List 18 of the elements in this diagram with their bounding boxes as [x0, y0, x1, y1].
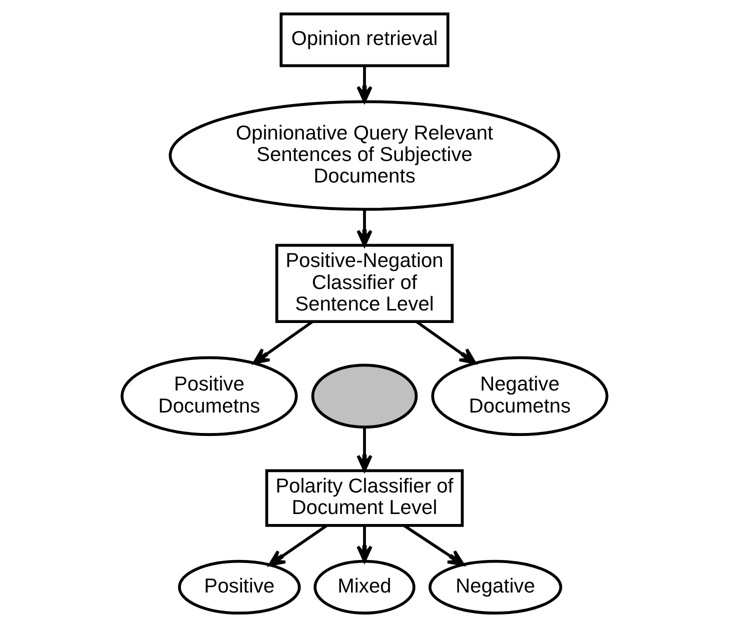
arrow: [356, 427, 372, 472]
node-box: Opinion retrieval: [280, 12, 450, 68]
node-ellipse: [311, 364, 418, 428]
arrow: [356, 525, 372, 563]
node-box: Polarity Classifier of Document Level: [265, 469, 464, 527]
node-box: Positive-Negation Classifier of Sentence Level: [275, 244, 454, 323]
node-ellipse: Negative: [428, 560, 562, 615]
node-ellipse: Mixed: [314, 560, 416, 615]
node-ellipse: Opinionative Query Relevant Sentences of Subjective Documents: [168, 100, 560, 211]
arrow: [356, 66, 372, 103]
arrow: [252, 320, 314, 364]
node-ellipse: Positive: [178, 560, 301, 615]
node-ellipse: Positive Documetns: [120, 356, 298, 436]
node-ellipse: Negative Documetns: [431, 356, 608, 436]
arrow: [416, 320, 476, 364]
arrow: [356, 210, 372, 247]
arrow: [268, 524, 328, 566]
arrow: [402, 524, 465, 566]
